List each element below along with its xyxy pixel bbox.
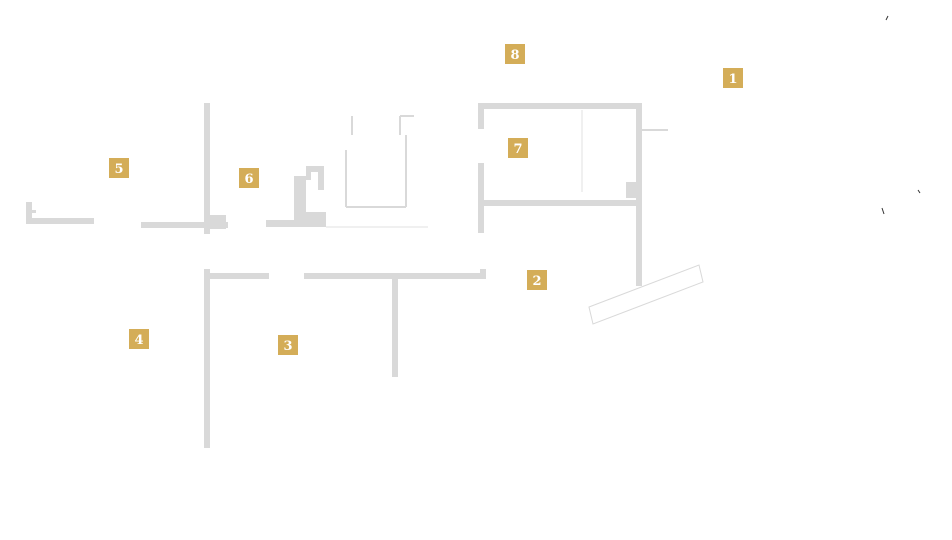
wall-central-vertical-upper [204, 103, 210, 234]
wall-pillar [206, 215, 226, 229]
walls-room-7 [478, 103, 668, 286]
room-marker-4-label: 4 [134, 333, 143, 348]
courtyard-outline [345, 115, 414, 208]
room-marker-5-box [109, 158, 129, 178]
room-marker-2[interactable]: 2 [527, 270, 547, 290]
room-marker-1-box [723, 68, 743, 88]
room-marker-8-box [505, 44, 525, 64]
wall-south-top-right [304, 273, 486, 279]
room-marker-6-box [239, 168, 259, 188]
room-marker-5-label: 5 [114, 162, 123, 177]
edge-ticks [881, 15, 921, 215]
wall-room7-bottom [478, 200, 642, 206]
wall-south-top-left [204, 273, 269, 279]
wall-central-horizontal [141, 222, 228, 228]
room-markers: 1 2 3 4 5 6 7 8 [109, 44, 743, 355]
walls-south-wing [204, 269, 486, 448]
ramp-outline [588, 264, 704, 325]
wall-room7-top [478, 103, 642, 109]
wall-south-divider [392, 279, 398, 377]
room-marker-5[interactable]: 5 [109, 158, 129, 178]
wall-room7-right [636, 103, 642, 286]
wall-south-vertical [204, 269, 210, 448]
room-marker-2-box [527, 270, 547, 290]
room-marker-3-label: 3 [283, 339, 292, 354]
walls-west-wing [26, 103, 228, 234]
wall-room6-step-post [318, 166, 324, 190]
wall-room6-step [306, 166, 324, 172]
wall-room7-left-lower [478, 163, 484, 233]
room-marker-8-label: 8 [510, 48, 519, 63]
room-marker-1-label: 1 [728, 72, 737, 87]
room-marker-4-box [129, 329, 149, 349]
room-marker-8[interactable]: 8 [505, 44, 525, 64]
tick-top-right [885, 15, 889, 21]
tick-mid-right [881, 207, 885, 215]
room-marker-3-box [278, 335, 298, 355]
wall-room6-step-post-2 [306, 166, 311, 180]
wall-room7-niche [626, 182, 636, 198]
wall-west-stub-cap [26, 210, 36, 213]
walls-room-6 [266, 166, 428, 228]
wall-west-horizontal [26, 218, 94, 224]
room-marker-3[interactable]: 3 [278, 335, 298, 355]
room-marker-7[interactable]: 7 [508, 138, 528, 158]
tick-right-corner [917, 189, 921, 194]
room-marker-2-label: 2 [532, 274, 541, 289]
room-marker-7-label: 7 [513, 142, 522, 157]
room-marker-6-label: 6 [244, 172, 253, 187]
room-marker-4[interactable]: 4 [129, 329, 149, 349]
room-marker-6[interactable]: 6 [239, 168, 259, 188]
room-marker-1[interactable]: 1 [723, 68, 743, 88]
wall-room6-ledge [306, 212, 326, 224]
wall-room7-left-upper [478, 103, 484, 129]
wall-room6-block [294, 176, 306, 224]
wall-south-end-post [480, 269, 486, 279]
room-marker-7-box [508, 138, 528, 158]
